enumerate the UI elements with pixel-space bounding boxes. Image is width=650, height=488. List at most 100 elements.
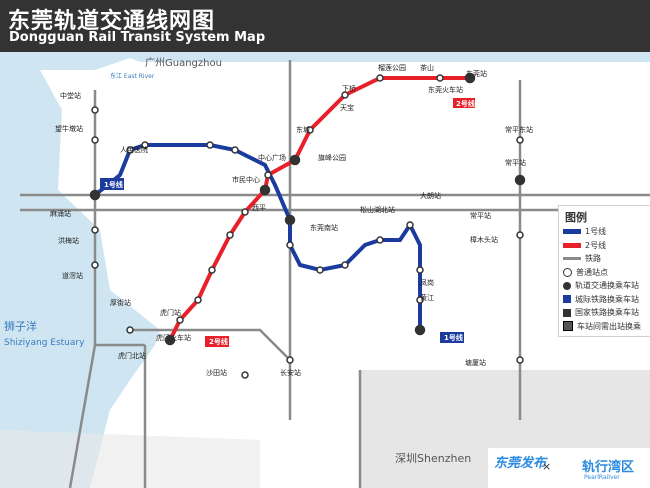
station-marker bbox=[316, 266, 324, 274]
legend-item-intercity: 城际铁路换乘车站 bbox=[563, 294, 639, 305]
line2-badge-south bbox=[205, 336, 229, 347]
station-marker bbox=[226, 231, 234, 239]
legend-item-label: 国家铁路换乘车站 bbox=[575, 308, 639, 317]
guangzhou-area bbox=[0, 430, 260, 488]
station-marker bbox=[91, 261, 99, 269]
legend-item-transfer: 车站间需出站换乘 bbox=[563, 321, 641, 332]
legend-item-label: 1号线 bbox=[585, 227, 607, 236]
station-marker bbox=[241, 208, 249, 216]
line2-badge-south-label: 2号线 bbox=[209, 337, 228, 346]
label-dongguan-station: 东莞站 bbox=[466, 69, 487, 78]
station-markers bbox=[89, 72, 526, 379]
station-marker bbox=[516, 136, 524, 144]
label-dongguan-south: 东莞南站 bbox=[310, 223, 338, 232]
map-legend: 图例 1号线 2号线铁路普通站点轨道交通换乘车站城际铁路换乘车站国家铁路换乘车站车… bbox=[558, 205, 650, 337]
label-zhongtang: 中堂站 bbox=[60, 91, 81, 100]
station-marker bbox=[91, 136, 99, 144]
legend-item-label: 2号线 bbox=[585, 240, 607, 250]
branding-footer: 东莞发布 × 轨行湾区 PearlRailver bbox=[488, 448, 650, 488]
station-marker bbox=[516, 356, 524, 364]
label-hongmei: 洪梅站 bbox=[58, 236, 79, 245]
legend-item-national: 国家铁路换乘车站 bbox=[563, 307, 639, 318]
interchange-station-marker bbox=[284, 214, 296, 226]
line1-badge-west bbox=[100, 178, 124, 190]
station-marker bbox=[241, 371, 249, 379]
label-humen: 虎门站 bbox=[160, 308, 181, 317]
line1-badge-south-label: 1号线 bbox=[444, 333, 463, 342]
legend-item-label: 普通站点 bbox=[576, 267, 608, 277]
label-dalang: 大朗站 bbox=[420, 191, 441, 200]
legend-item-label: 城际铁路换乘车站 bbox=[575, 294, 639, 304]
line2-badge-east bbox=[453, 98, 475, 108]
brand-dongguan: 东莞发布 bbox=[494, 456, 547, 471]
station-marker bbox=[91, 106, 99, 114]
label-changping-st: 常平站 bbox=[470, 211, 491, 220]
pearl-river-water bbox=[0, 70, 160, 488]
brand-rail-en: PearlRailver bbox=[584, 474, 620, 481]
label-dongguan-hub: 东莞火车站 bbox=[428, 85, 463, 94]
legend-item-label: 车站间需出站换乘 bbox=[577, 321, 641, 331]
east-river-water bbox=[0, 52, 650, 70]
region-shiziyang-cn: 狮子洋 bbox=[4, 319, 37, 333]
station-marker bbox=[341, 91, 349, 99]
line2-route bbox=[168, 76, 470, 341]
legend-item-line1: 1号线 bbox=[563, 226, 606, 237]
label-wangniudun: 望牛墩站 bbox=[55, 124, 83, 133]
label-zhangmutou: 樟木头站 bbox=[470, 235, 498, 244]
label-civic-center: 市民中心 bbox=[232, 175, 260, 184]
line2-badge-east-label: 2号线 bbox=[456, 99, 475, 108]
station-marker bbox=[194, 296, 202, 304]
station-marker bbox=[406, 221, 414, 229]
station-marker bbox=[416, 296, 424, 304]
station-marker bbox=[436, 74, 444, 82]
station-marker bbox=[516, 231, 524, 239]
label-city-square: 中心广场 bbox=[258, 153, 286, 162]
station-marker bbox=[286, 241, 294, 249]
label-dongcheng: 东城 bbox=[296, 125, 310, 134]
interchange-station-marker bbox=[289, 154, 301, 166]
legend-item-interchange: 轨道交通换乘车站 bbox=[563, 280, 639, 291]
brand-separator: × bbox=[542, 460, 552, 473]
upper-river bbox=[130, 58, 650, 62]
legend-item-label: 轨道交通换乘车站 bbox=[575, 281, 639, 290]
label-tangxia: 塘厦站 bbox=[465, 358, 486, 367]
station-marker bbox=[306, 126, 314, 134]
line1-badge-south bbox=[440, 332, 464, 343]
line-badges: 1号线 2号线 2号线 1号线 bbox=[100, 98, 475, 347]
legend-item-label: 铁路 bbox=[585, 254, 601, 263]
station-marker bbox=[206, 141, 214, 149]
interchange-station-marker bbox=[89, 189, 101, 201]
label-changping: 常平站 bbox=[505, 158, 526, 167]
station-marker bbox=[126, 146, 134, 154]
label-huangjiang: 黄江 bbox=[420, 293, 434, 302]
station-marker bbox=[141, 141, 149, 149]
region-shenzhen: 深圳Shenzhen bbox=[395, 452, 471, 465]
line1-badge-west-label: 1号线 bbox=[104, 180, 123, 189]
label-changan: 长安站 bbox=[280, 368, 301, 377]
label-dongguan-west: 道滘站 bbox=[62, 271, 83, 280]
legend-item-rail: 铁路 bbox=[563, 253, 601, 264]
legend-title: 图例 bbox=[565, 211, 587, 224]
label-houjie: 厚街站 bbox=[110, 298, 131, 307]
region-east-river: 东江 East River bbox=[110, 72, 155, 80]
region-guangzhou: 广州Guangzhou bbox=[145, 57, 222, 69]
label-changping-east: 常平东站 bbox=[505, 125, 533, 134]
station-marker bbox=[176, 316, 184, 324]
label-xiping: 西平 bbox=[252, 204, 266, 212]
label-fenggang: 凤岗 bbox=[420, 279, 434, 287]
brand-rail: 轨行湾区 bbox=[582, 460, 635, 475]
label-chashan: 茶山 bbox=[420, 63, 434, 72]
header-bar: 东莞轨道交通线网图 Dongguan Rail Transit System M… bbox=[0, 0, 650, 52]
station-marker bbox=[341, 261, 349, 269]
interchange-station-marker bbox=[164, 334, 176, 346]
legend-item-station: 普通站点 bbox=[563, 267, 608, 278]
label-shatian: 沙田站 bbox=[206, 368, 227, 377]
region-shiziyang-en: Shiziyang Estuary bbox=[4, 338, 85, 348]
railway-sw bbox=[68, 344, 97, 488]
interchange-station-marker bbox=[414, 324, 426, 336]
label-xiaqiao: 下桥 bbox=[342, 84, 356, 93]
label-renmin: 人民医院 bbox=[120, 145, 148, 154]
station-marker bbox=[376, 236, 384, 244]
station-marker bbox=[91, 226, 99, 234]
